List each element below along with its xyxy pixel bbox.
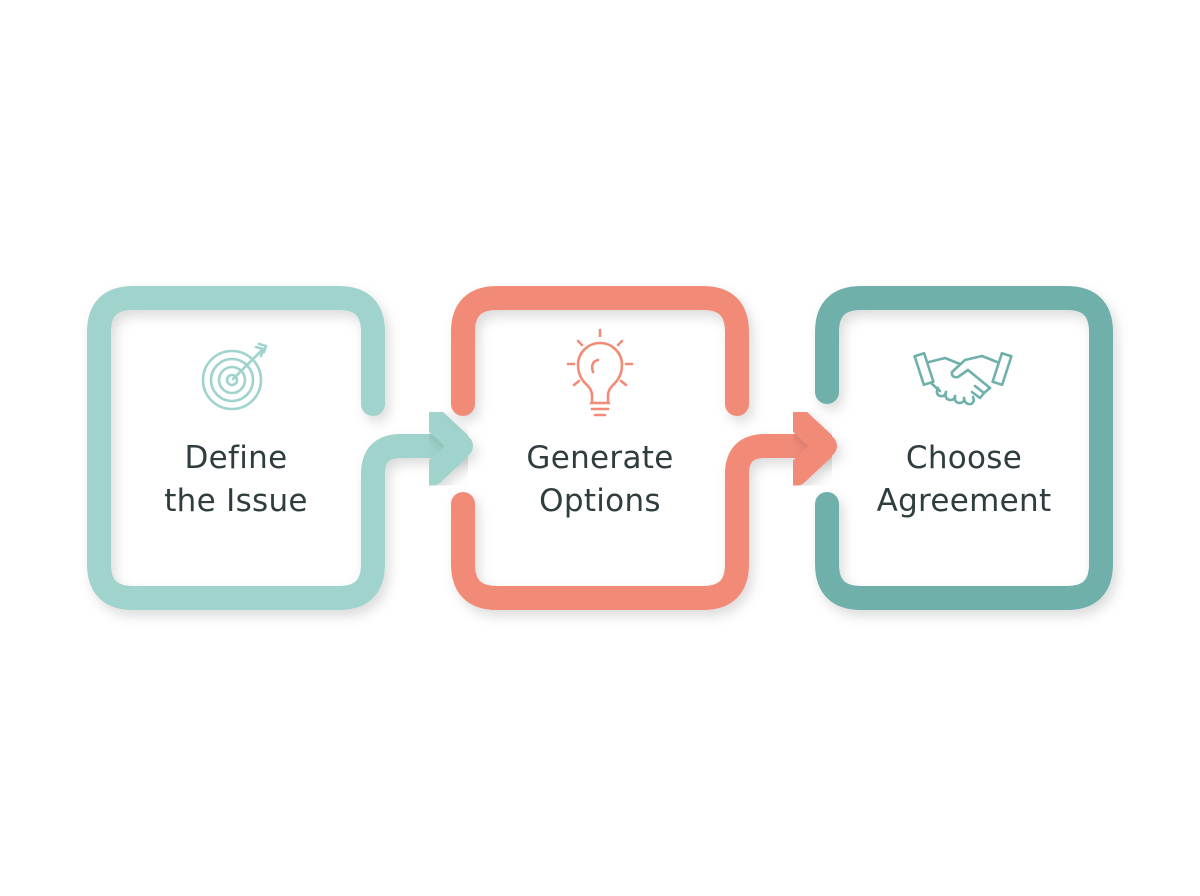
arrow-2-to-3 [784,406,838,486]
step-2-label-line-2: Options [539,483,661,519]
step-3-label: Choose Agreement [849,437,1079,523]
step-3-label-line-2: Agreement [876,483,1052,519]
arrow-1-to-2 [420,406,474,486]
step-2-label-line-1: Generate [526,440,674,476]
step-1-frame [87,286,473,610]
handshake-icon [913,351,1013,406]
step-2-frame [451,286,837,610]
step-1-label-line-2: the Issue [164,483,308,519]
step-1-label: Define the Issue [121,437,351,523]
step-1-label-line-1: Define [184,440,288,476]
step-3-label-line-1: Choose [905,440,1023,476]
lightbulb-icon [566,328,634,417]
step-2-label: Generate Options [485,437,715,523]
target-arrow-icon [201,342,268,411]
step-3-frame [815,286,1113,610]
